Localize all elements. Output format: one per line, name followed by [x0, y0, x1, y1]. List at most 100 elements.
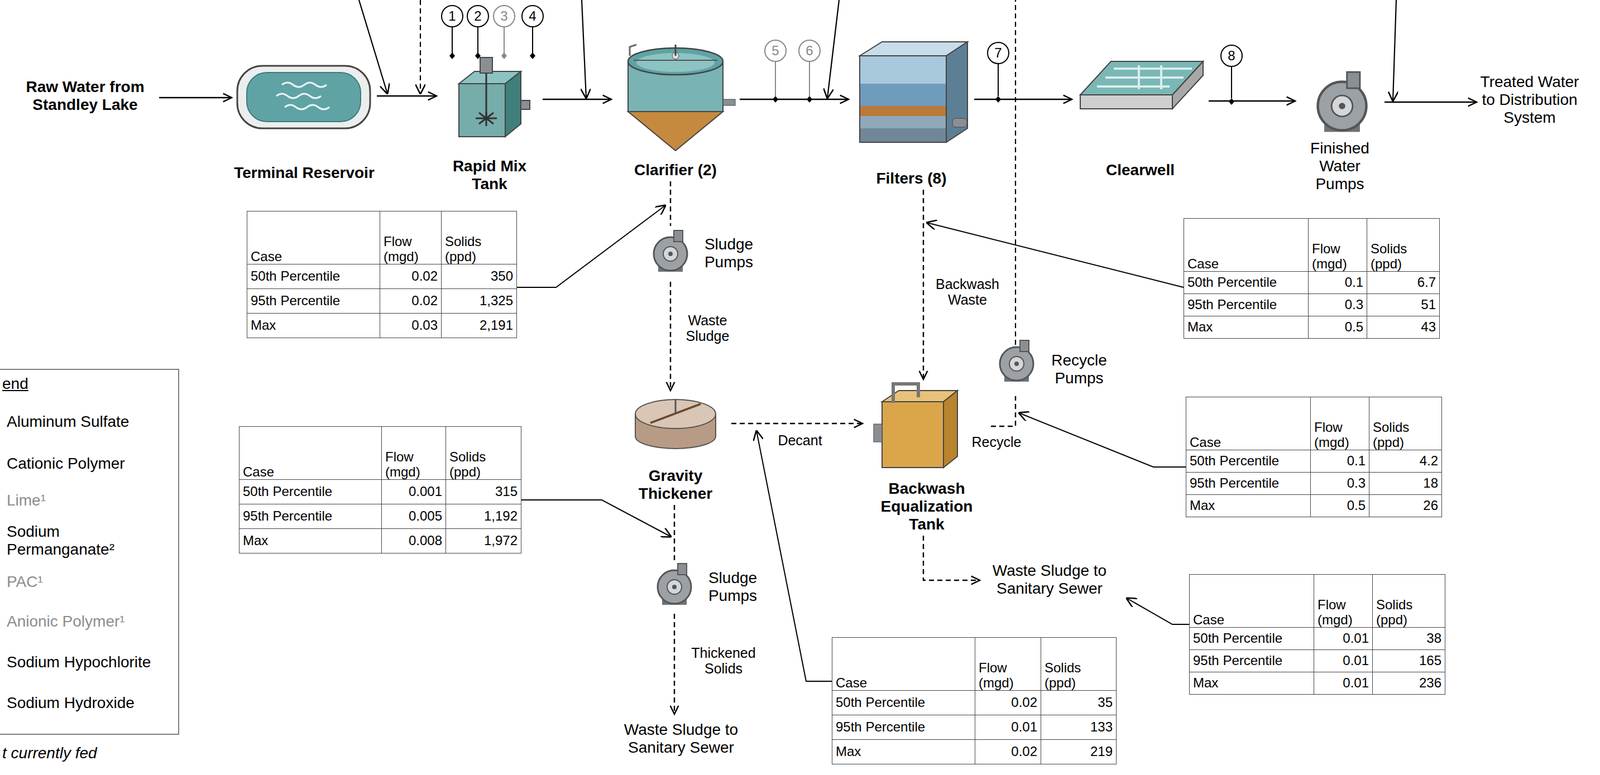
table-cell: 236: [1372, 672, 1446, 696]
node-label: Terminal Reservoir: [233, 164, 375, 182]
flow-line: [731, 423, 863, 425]
arrow-head: [971, 576, 980, 586]
table-cell: Flow (mgd): [381, 427, 447, 481]
table-cell: 0.3: [1310, 472, 1370, 496]
table-cell: Max: [1184, 316, 1309, 339]
node-label: Clearwell: [1074, 161, 1207, 180]
arrow-head: [1063, 95, 1072, 104]
table-cell: 95th Percentile: [1189, 650, 1315, 673]
equipment-node: Gravity Thickener: [619, 390, 732, 506]
legend-heading: end: [2, 375, 29, 394]
flow-table: CaseFlow (mgd)Solids (ppd)50th Percentil…: [246, 211, 517, 339]
table-row: 50th Percentile0.02350: [247, 264, 517, 290]
table-cell: Max: [1189, 672, 1315, 696]
equipment-node: Waste Sludge to Sanitary Sewer: [611, 714, 751, 765]
table-cell: 0.1: [1310, 450, 1370, 473]
table-cell: Flow (mgd): [1310, 397, 1370, 451]
legend-text: Aluminum Sulfate: [6, 413, 129, 431]
flow-table: CaseFlow (mgd)Solids (ppd)50th Percentil…: [1185, 396, 1443, 518]
flow-line: [923, 535, 980, 581]
equipment-node: Clarifier (2): [611, 36, 740, 182]
table-cell: 0.02: [380, 264, 442, 290]
flow-line: [673, 614, 675, 715]
node-label: Waste Sludge to Sanitary Sewer: [613, 721, 749, 758]
legend-text: PAC¹: [6, 573, 43, 591]
table-cell: Solids (ppd): [446, 427, 522, 481]
table-cell: 50th Percentile: [1189, 628, 1315, 651]
table-row: CaseFlow (mgd)Solids (ppd): [239, 427, 522, 481]
table-row: Max0.526: [1186, 495, 1443, 518]
table-cell: 0.1: [1308, 271, 1368, 295]
flow-label: Decant: [772, 432, 828, 449]
flow-line: [159, 97, 232, 99]
node-label: Clarifier (2): [613, 161, 738, 180]
table-cell: 26: [1369, 495, 1443, 518]
callout-number: 4: [524, 7, 541, 25]
callout-number: 2: [469, 7, 487, 25]
table-cell: 50th Percentile: [1186, 450, 1311, 473]
flow-line: [974, 98, 1072, 100]
table-cell: 43: [1367, 316, 1440, 339]
table-cell: 95th Percentile: [247, 289, 381, 314]
flow-label: Recycle: [967, 434, 1026, 450]
legend-text: Sodium Permanganate²: [6, 523, 115, 559]
table-cell: Max: [247, 313, 381, 339]
table-cell: 165: [1372, 650, 1446, 673]
table-row: Max0.0081,972: [239, 529, 522, 554]
table-cell: Flow (mgd): [380, 211, 442, 265]
arrow-head: [840, 95, 849, 104]
table-cell: Solids (ppd): [441, 211, 517, 265]
arrow-head: [666, 382, 675, 391]
table-row: 95th Percentile0.318: [1186, 472, 1443, 496]
table-cell: 2,191: [441, 313, 517, 339]
legend-entry: Sodium Permanganate²: [6, 523, 136, 559]
callout-number: 7: [989, 44, 1007, 62]
table-cell: 0.3: [1308, 294, 1368, 317]
table-cell: 0.5: [1308, 316, 1368, 339]
table-cell: 38: [1372, 628, 1446, 651]
equipment-node: Finished Water Pumps: [1295, 61, 1385, 196]
table-cell: 0.005: [381, 504, 447, 530]
table-cell: 0.01: [1314, 650, 1373, 673]
callout-number: 1: [443, 7, 461, 25]
legend-entry: Cationic Polymer: [6, 454, 175, 473]
table-cell: 219: [1041, 740, 1117, 765]
table-cell: Max: [832, 740, 976, 765]
table-row: 95th Percentile0.351: [1184, 294, 1440, 317]
legend-entry: Sodium Hydroxide: [6, 694, 175, 713]
legend-entry: Aluminum Sulfate: [6, 413, 175, 431]
table-row: Max0.02219: [832, 740, 1117, 765]
flow-line: [673, 505, 675, 562]
table-cell: 0.02: [975, 740, 1042, 765]
table-cell: 51: [1367, 294, 1440, 317]
flow-line: [922, 189, 924, 380]
table-row: CaseFlow (mgd)Solids (ppd): [832, 638, 1117, 692]
table-cell: Solids (ppd): [1372, 575, 1446, 629]
equipment-node: Raw Water from Standley Lake: [11, 66, 160, 126]
table-row: 95th Percentile0.0051,192: [239, 504, 522, 530]
table-row: 50th Percentile0.0138: [1189, 628, 1446, 651]
table-row: CaseFlow (mgd)Solids (ppd): [1184, 218, 1440, 272]
node-label: Filters (8): [850, 169, 972, 188]
table-cell: 95th Percentile: [1186, 472, 1311, 496]
table-cell: 0.02: [975, 691, 1042, 716]
table-row: 95th Percentile0.021,325: [247, 289, 517, 314]
table-cell: Case: [247, 211, 381, 265]
table-cell: Flow (mgd): [1308, 218, 1368, 272]
legend-entry: Anionic Polymer¹: [6, 612, 175, 631]
table-cell: 4.2: [1369, 450, 1443, 473]
equipment-node: Rapid Mix Tank: [436, 53, 543, 196]
table-cell: Solids (ppd): [1367, 218, 1440, 272]
table-cell: 35: [1041, 691, 1117, 716]
equipment-node: Filters (8): [848, 36, 975, 190]
table-cell: Case: [1189, 575, 1315, 629]
table-cell: 0.01: [1314, 628, 1373, 651]
flow-table: CaseFlow (mgd)Solids (ppd)50th Percentil…: [238, 426, 522, 554]
flow-table: CaseFlow (mgd)Solids (ppd)50th Percentil…: [1183, 218, 1440, 339]
equipment-node: Treated Water to Distribution System: [1476, 53, 1583, 148]
table-cell: Case: [1184, 218, 1309, 272]
flow-line: [669, 281, 672, 391]
arrow-head: [602, 95, 612, 104]
table-row: 50th Percentile0.14.2: [1186, 450, 1443, 473]
